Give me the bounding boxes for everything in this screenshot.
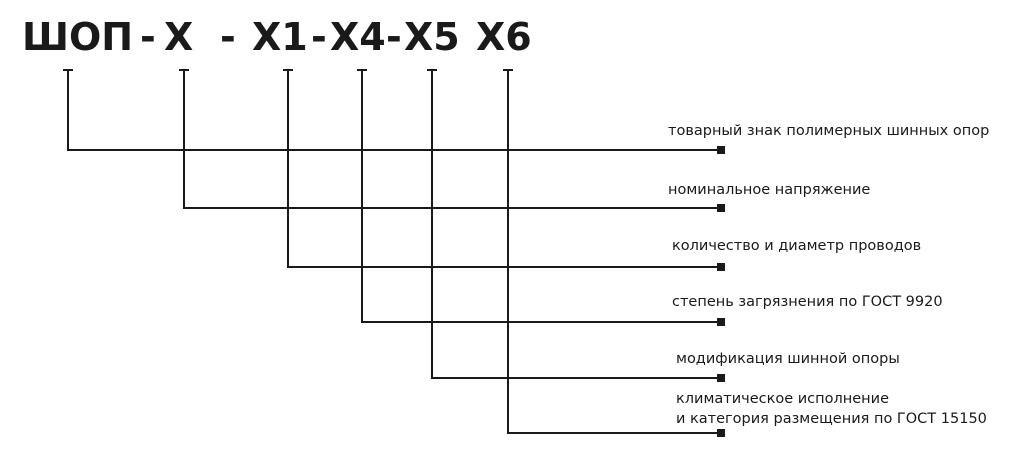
code-x5: X5 <box>404 15 460 59</box>
code-dash-1: - <box>140 15 156 59</box>
terminal-voltage <box>717 204 725 212</box>
terminal-pollution <box>717 318 725 326</box>
code-dash-3: - <box>311 15 327 59</box>
connector-pollution <box>361 70 718 323</box>
label-trademark: товарный знак полимерных шинных опор <box>668 123 990 139</box>
label-voltage: номинальное напряжение <box>668 182 871 198</box>
terminal-modification <box>717 374 725 382</box>
code-x4: X4 <box>330 15 386 59</box>
label-wires: количество и диаметр проводов <box>672 238 922 254</box>
code-prefix: ШОП <box>22 15 134 59</box>
connector-modification <box>431 70 718 379</box>
terminal-trademark <box>717 146 725 154</box>
connector-trademark <box>67 70 718 151</box>
code-dash-2: - <box>220 15 236 59</box>
label-pollution: степень загрязнения по ГОСТ 9920 <box>672 294 943 310</box>
terminal-climate <box>717 429 725 437</box>
label-climate-line-2: и категория размещения по ГОСТ 15150 <box>676 411 987 427</box>
connector-voltage <box>183 70 718 209</box>
code-x6: X6 <box>476 15 532 59</box>
label-climate-line-1: климатическое исполнение <box>676 391 890 407</box>
connector-climate <box>507 70 718 434</box>
code-dash-4: - <box>386 15 402 59</box>
connector-wires <box>287 70 718 268</box>
label-modification: модификация шинной опоры <box>676 351 900 367</box>
code-x1: X1 <box>252 15 308 59</box>
terminal-wires <box>717 263 725 271</box>
code-x: X <box>164 15 194 59</box>
